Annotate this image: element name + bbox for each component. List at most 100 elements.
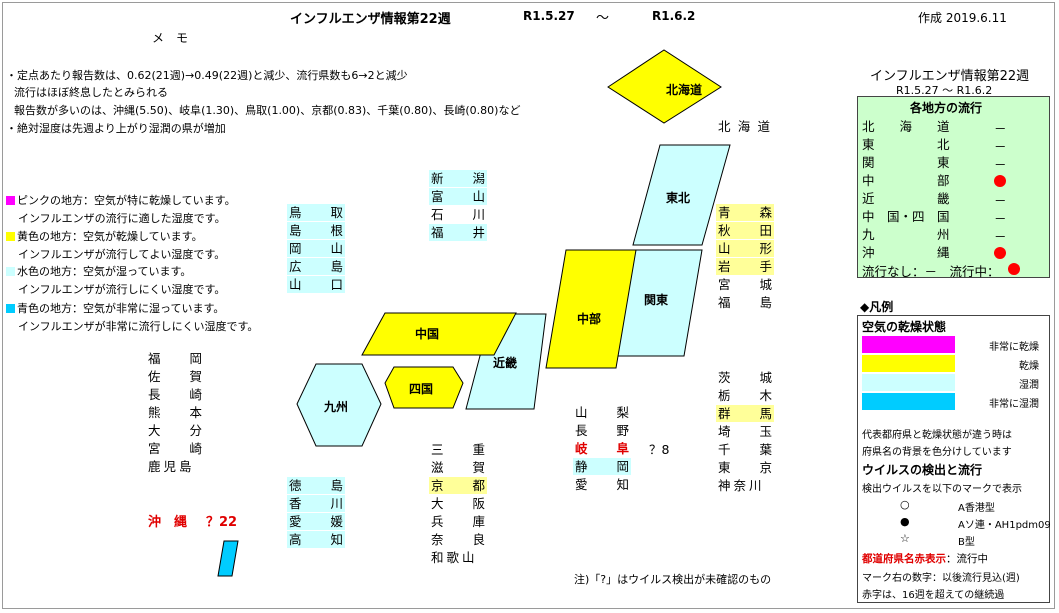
prefecture-name-part: 埼 bbox=[718, 424, 731, 439]
prefecture-name-part: 山 bbox=[289, 277, 302, 292]
dryness-swatch bbox=[862, 393, 955, 410]
dryness-label: 湿潤 bbox=[1019, 380, 1039, 391]
color-note-line: 水色の地方：空気が湿っています。 bbox=[6, 263, 191, 279]
prefecture-name-part: 本 bbox=[189, 405, 202, 420]
legend-panel: 空気の乾燥状態 非常に乾燥乾燥湿潤非常に湿潤 代表都府県と乾燥状態が違う時は 府… bbox=[857, 315, 1051, 603]
prefecture-name-part: 岐 bbox=[575, 441, 588, 456]
prefecture-label: 熊本 bbox=[146, 404, 204, 421]
color-note-text: ピンクの地方：空気が特に乾燥しています。 bbox=[17, 194, 236, 207]
prefecture-label: 岡山 bbox=[287, 240, 345, 257]
prefecture-label: 栃木 bbox=[716, 387, 774, 404]
region-status-row: 東 北 bbox=[862, 136, 1045, 153]
prefecture-name-part: 葉 bbox=[759, 442, 772, 457]
prefecture-name-part: 福 bbox=[718, 295, 731, 310]
prefecture-name-part: 神奈川 bbox=[718, 478, 765, 493]
prefecture-name-part: 梨 bbox=[616, 405, 629, 420]
prefecture-label: 長野 bbox=[573, 422, 631, 439]
prefecture-name-part: 高 bbox=[289, 532, 302, 547]
prefecture-name-part: 和歌山 bbox=[431, 550, 478, 565]
red-number-note: 赤字は、16週を超えての継続過 bbox=[862, 590, 1005, 601]
period-tilde: ～ bbox=[596, 11, 610, 26]
prefecture-label: 広島 bbox=[287, 258, 345, 275]
prefecture-name-part: 賀 bbox=[189, 369, 202, 384]
virus-type-label: B型 bbox=[958, 537, 975, 548]
prefecture-name-part: 山 bbox=[472, 189, 485, 204]
prefecture-name-part: 馬 bbox=[759, 406, 772, 421]
dryness-label: 非常に乾燥 bbox=[989, 342, 1039, 353]
prefecture-label: 大阪 bbox=[429, 495, 487, 512]
region-status-panel: 各地方の流行 北 海 道－東 北－関 東－中 部近 畿－中 国・四 国－九 州－… bbox=[857, 96, 1050, 280]
dryness-swatch bbox=[862, 336, 955, 353]
period-end: R1.6.2 bbox=[652, 9, 696, 23]
prefecture-name-part: 玉 bbox=[759, 424, 772, 439]
prefecture-name-part: 京 bbox=[759, 460, 772, 475]
prefecture-label: 宮城 bbox=[716, 276, 774, 293]
status-footer: 流行なし：－ 流行中： bbox=[862, 261, 1000, 280]
prefecture-label: 佐賀 bbox=[146, 368, 204, 385]
color-note-line: インフルエンザが非常に流行しにくい湿度です。 bbox=[18, 320, 259, 333]
virus-type-label: A香港型 bbox=[958, 503, 995, 514]
prefecture-label: 奈良 bbox=[429, 531, 487, 548]
region-shikoku-shape bbox=[384, 366, 464, 409]
prefecture-label: 愛知 bbox=[573, 476, 631, 493]
prefecture-label: 香川 bbox=[287, 495, 345, 512]
color-note-line: ピンクの地方：空気が特に乾燥しています。 bbox=[6, 192, 236, 208]
region-status-name: 近 畿 bbox=[862, 191, 950, 206]
footnote: 注)「?」はウイルス検出が未確認のもの bbox=[574, 573, 772, 586]
prefecture-name-part: 青 bbox=[718, 205, 731, 220]
legend-note: 府県名の背景を色分けしています bbox=[862, 447, 1012, 458]
region-label-tohoku: 東北 bbox=[666, 191, 691, 205]
inactive-mark: － bbox=[994, 157, 1007, 172]
prefecture-name-part: 香 bbox=[289, 496, 302, 511]
prefecture-name-part: 福 bbox=[431, 225, 444, 240]
prefecture-name-part: 島 bbox=[759, 295, 772, 310]
memo-line: ・定点あたり報告数は、0.62(21週)→0.49(22週)と減少、流行県数も6… bbox=[6, 69, 408, 82]
region-status-name: 関 東 bbox=[862, 155, 950, 170]
prefecture-label: 山梨 bbox=[573, 404, 631, 421]
prefecture-label: 青森 bbox=[716, 204, 774, 221]
virus-type-label: Aソ連・AH1pdm09 bbox=[958, 520, 1051, 531]
prefecture-name-part: 庫 bbox=[472, 514, 485, 529]
memo-line: ・絶対湿度は先週より上がり湿潤の県が増加 bbox=[6, 122, 226, 135]
prefecture-name-part: 千 bbox=[718, 442, 731, 457]
prefecture-name-part: 滋 bbox=[431, 460, 444, 475]
prefecture-name-part: 形 bbox=[759, 241, 772, 256]
prefecture-name-part: 長 bbox=[575, 423, 588, 438]
prefecture-name-part: 森 bbox=[759, 205, 772, 220]
page-title: インフルエンザ情報第22週 bbox=[290, 12, 451, 27]
prefecture-name-part: 秋 bbox=[718, 223, 731, 238]
prefecture-label: 宮崎 bbox=[146, 440, 204, 457]
prefecture-name-part: 島 bbox=[330, 478, 343, 493]
prefecture-name-part: 宮 bbox=[148, 441, 161, 456]
prefecture-name-part: 徳 bbox=[289, 478, 302, 493]
region-status-name: 中 部 bbox=[862, 173, 950, 188]
prefecture-name-part: 石 bbox=[431, 207, 444, 222]
region-label-hokkaido: 北海道 bbox=[666, 83, 703, 97]
mark-note: マーク右の数字：以後流行見込(週) bbox=[862, 573, 1020, 584]
virus-intro: 検出ウイルスを以下のマークで表示 bbox=[862, 484, 1022, 495]
legend-heading: ◆凡例 bbox=[860, 300, 894, 314]
region-label-kanto: 関東 bbox=[644, 293, 669, 307]
red-note-bold: 都道府県名赤表示 bbox=[862, 553, 946, 565]
sidebar-period: R1.5.27 ～ R1.6.2 bbox=[896, 84, 993, 97]
prefecture-name-part: 井 bbox=[472, 225, 485, 240]
pref-okinawa: 沖 縄 bbox=[148, 515, 188, 530]
prefecture-name-part: 愛 bbox=[575, 477, 588, 492]
prefecture-name-part: 田 bbox=[759, 223, 772, 238]
gifu-virus-mark: ？8 bbox=[649, 442, 670, 457]
prefecture-name-part: 川 bbox=[330, 496, 343, 511]
period-start: R1.5.27 bbox=[523, 9, 575, 23]
prefecture-name-part: 賀 bbox=[472, 460, 485, 475]
prefecture-name-part: 岡 bbox=[189, 351, 202, 366]
prefecture-name-part: 宮 bbox=[718, 277, 731, 292]
prefecture-label: 秋田 bbox=[716, 222, 774, 239]
prefecture-label: 大分 bbox=[146, 422, 204, 439]
dryness-label: 非常に湿潤 bbox=[989, 399, 1039, 410]
red-note-rest: ：流行中 bbox=[946, 553, 988, 565]
region-tohoku-shape bbox=[632, 144, 731, 246]
prefecture-name-part: 岩 bbox=[718, 259, 731, 274]
legend-note: 代表都府県と乾燥状態が違う時は bbox=[862, 430, 1012, 441]
prefecture-name-part: 川 bbox=[472, 207, 485, 222]
prefecture-name-part: 兵 bbox=[431, 514, 444, 529]
prefecture-name-part: 静 bbox=[575, 459, 588, 474]
